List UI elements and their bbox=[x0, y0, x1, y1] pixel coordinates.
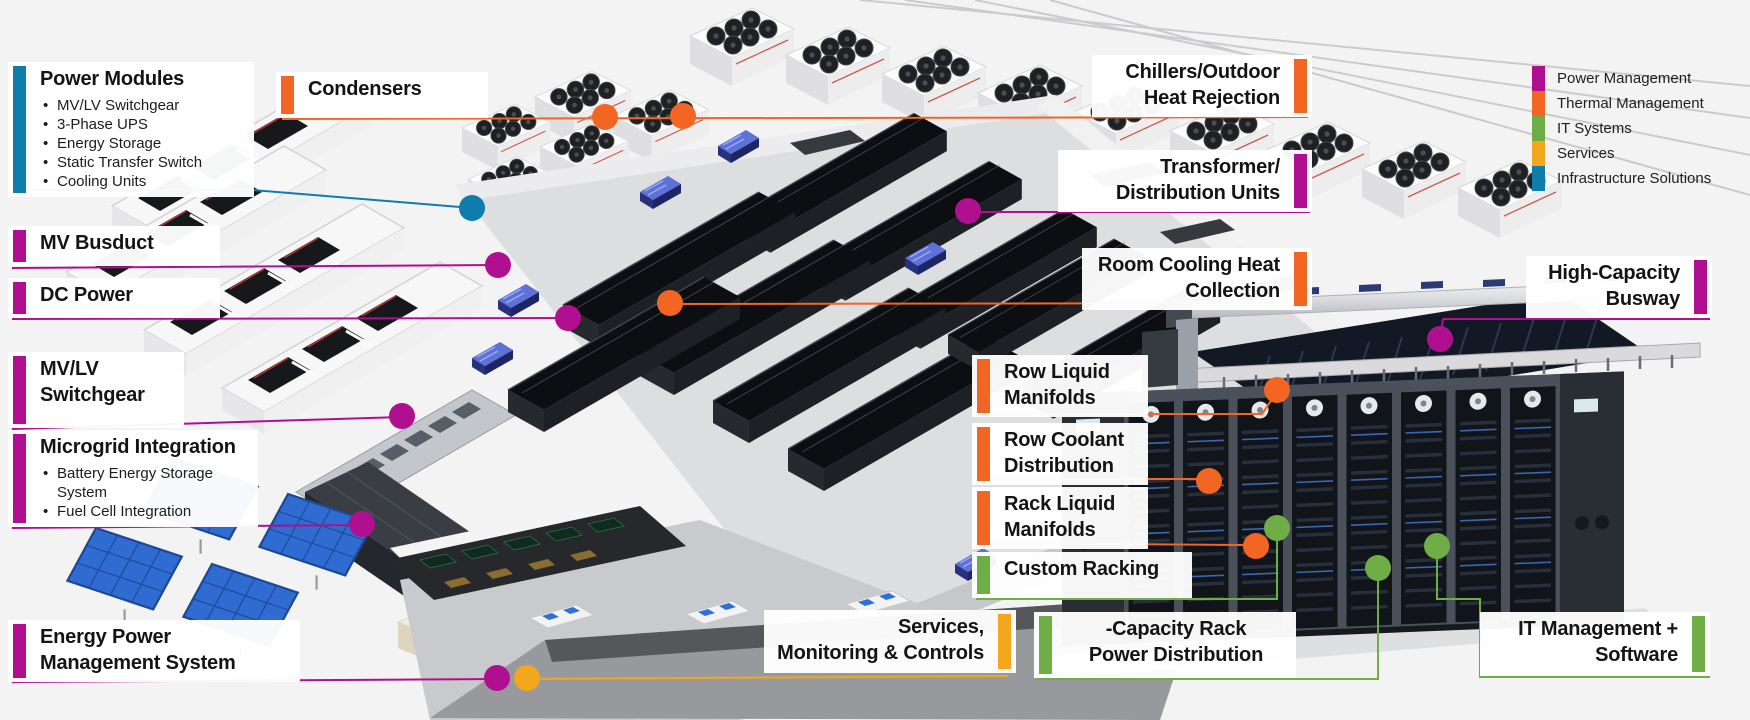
callout-title: Power Modules bbox=[40, 68, 185, 90]
bullet-item: Energy Storage bbox=[40, 134, 244, 153]
legend-item-it-systems: IT Systems bbox=[1532, 116, 1711, 141]
color-bar bbox=[13, 66, 26, 193]
callout-title: Energy Power Management System bbox=[40, 626, 236, 674]
callout-bullets: MV/LV Switchgear 3-Phase UPS Energy Stor… bbox=[40, 96, 244, 191]
transmission-lines bbox=[859, 0, 1750, 196]
legend-item-power-management: Power Management bbox=[1532, 66, 1711, 91]
callout-energy-power-management: Energy Power Management System bbox=[8, 620, 300, 683]
color-bar bbox=[977, 491, 990, 546]
callout-it-management-software: IT Management + Software bbox=[1480, 612, 1710, 676]
legend-item-label: Infrastructure Solutions bbox=[1557, 170, 1712, 187]
dot-row-coolant bbox=[1196, 468, 1222, 494]
legend-color-swatch bbox=[1532, 116, 1545, 141]
dot-rack-liquid bbox=[1243, 533, 1269, 559]
color-bar bbox=[281, 76, 294, 114]
callout-capacity-rack-power: -Capacity Rack Power Distribution bbox=[1034, 612, 1296, 678]
dot-services bbox=[514, 665, 540, 691]
color-bar bbox=[977, 427, 990, 482]
bullet-item: Battery Energy Storage System bbox=[40, 464, 248, 502]
color-bar bbox=[1294, 252, 1307, 307]
color-bar bbox=[13, 356, 26, 424]
dot-mvlv-switchgear bbox=[389, 403, 415, 429]
callout-title: -Capacity Rack Power Distribution bbox=[1088, 618, 1264, 666]
color-bar bbox=[13, 282, 26, 314]
callout-title: High-Capacity Busway bbox=[1548, 262, 1680, 310]
legend-item-label: IT Systems bbox=[1557, 120, 1632, 137]
dot-it-management bbox=[1424, 533, 1450, 559]
color-bar bbox=[13, 230, 26, 262]
color-bar bbox=[13, 624, 26, 679]
callout-services-monitoring: Services, Monitoring & Controls bbox=[764, 610, 1016, 673]
callout-title: Row Coolant Distribution bbox=[1004, 429, 1125, 477]
callout-room-cooling: Room Cooling Heat Collection bbox=[1082, 248, 1312, 311]
dot-room-cooling bbox=[657, 290, 683, 316]
color-bar bbox=[1039, 616, 1052, 674]
color-bar bbox=[998, 614, 1011, 669]
callout-title: Row Liquid Manifolds bbox=[1004, 361, 1110, 409]
color-bar bbox=[13, 434, 26, 523]
dot-mv-busduct bbox=[485, 252, 511, 278]
dot-custom-racking bbox=[1264, 515, 1290, 541]
legend-item-services: Services bbox=[1532, 141, 1711, 166]
bullet-item: Fuel Cell Integration bbox=[40, 502, 248, 521]
dot-chillers bbox=[670, 103, 696, 129]
callout-title: Custom Racking bbox=[1004, 558, 1160, 580]
callout-dc-power: DC Power bbox=[8, 278, 220, 318]
callout-mvlv-switchgear: MV/LV Switchgear bbox=[8, 352, 184, 428]
callout-row-liquid-manifolds: Row Liquid Manifolds bbox=[972, 355, 1148, 418]
color-bar bbox=[1294, 154, 1307, 209]
legend-color-swatch bbox=[1532, 66, 1545, 91]
bullet-item: Static Transfer Switch bbox=[40, 153, 244, 172]
dot-energy-power bbox=[484, 665, 510, 691]
callout-transformer-distribution: Transformer/ Distribution Units bbox=[1058, 150, 1312, 213]
color-bar bbox=[1692, 616, 1705, 672]
legend-item-label: Power Management bbox=[1557, 70, 1692, 87]
callout-title: Rack Liquid Manifolds bbox=[1004, 493, 1116, 541]
legend: Power Management Thermal Management IT S… bbox=[1532, 66, 1711, 191]
dot-microgrid bbox=[349, 511, 375, 537]
legend-color-swatch bbox=[1532, 141, 1545, 166]
callout-bullets: Battery Energy Storage System Fuel Cell … bbox=[40, 464, 248, 521]
callout-title: Condensers bbox=[308, 78, 422, 100]
legend-item-label: Thermal Management bbox=[1557, 95, 1704, 112]
callout-title: Services, Monitoring & Controls bbox=[777, 616, 984, 664]
callout-row-coolant-distribution: Row Coolant Distribution bbox=[972, 423, 1148, 486]
color-bar bbox=[1694, 260, 1707, 315]
callout-microgrid-integration: Microgrid Integration Battery Energy Sto… bbox=[8, 430, 258, 527]
dot-power-modules bbox=[459, 195, 485, 221]
callout-condensers: Condensers bbox=[276, 72, 488, 118]
dot-row-liquid bbox=[1264, 377, 1290, 403]
callout-title: Chillers/Outdoor Heat Rejection bbox=[1125, 61, 1280, 109]
callout-rack-liquid-manifolds: Rack Liquid Manifolds bbox=[972, 487, 1148, 550]
callout-mv-busduct: MV Busduct bbox=[8, 226, 220, 266]
callout-high-capacity-busway: High-Capacity Busway bbox=[1526, 256, 1712, 319]
legend-color-swatch bbox=[1532, 166, 1545, 191]
callout-title: MV Busduct bbox=[40, 232, 154, 254]
callout-power-modules: Power Modules MV/LV Switchgear 3-Phase U… bbox=[8, 62, 254, 197]
bullet-item: Cooling Units bbox=[40, 172, 244, 191]
dot-dc-power bbox=[555, 305, 581, 331]
callout-chillers: Chillers/Outdoor Heat Rejection bbox=[1092, 55, 1312, 118]
marker-dots bbox=[349, 103, 1453, 691]
callout-title: DC Power bbox=[40, 284, 133, 306]
bullet-item: 3-Phase UPS bbox=[40, 115, 244, 134]
callout-title: Microgrid Integration bbox=[40, 436, 236, 458]
dot-capacity-rack bbox=[1365, 555, 1391, 581]
callout-custom-racking: Custom Racking bbox=[972, 552, 1192, 598]
dot-condensers bbox=[592, 104, 618, 130]
callout-title: MV/LV Switchgear bbox=[40, 358, 145, 406]
callout-title: Transformer/ Distribution Units bbox=[1115, 156, 1280, 204]
color-bar bbox=[1294, 59, 1307, 114]
legend-color-swatch bbox=[1532, 91, 1545, 116]
bullet-item: MV/LV Switchgear bbox=[40, 96, 244, 115]
legend-item-label: Services bbox=[1557, 145, 1615, 162]
legend-item-thermal-management: Thermal Management bbox=[1532, 91, 1711, 116]
color-bar bbox=[977, 359, 990, 414]
dot-busway bbox=[1427, 326, 1453, 352]
callout-title: IT Management + Software bbox=[1518, 618, 1678, 666]
legend-item-infrastructure-solutions: Infrastructure Solutions bbox=[1532, 166, 1711, 191]
dot-transformer bbox=[955, 198, 981, 224]
color-bar bbox=[977, 556, 990, 594]
callout-title: Room Cooling Heat Collection bbox=[1097, 254, 1280, 302]
